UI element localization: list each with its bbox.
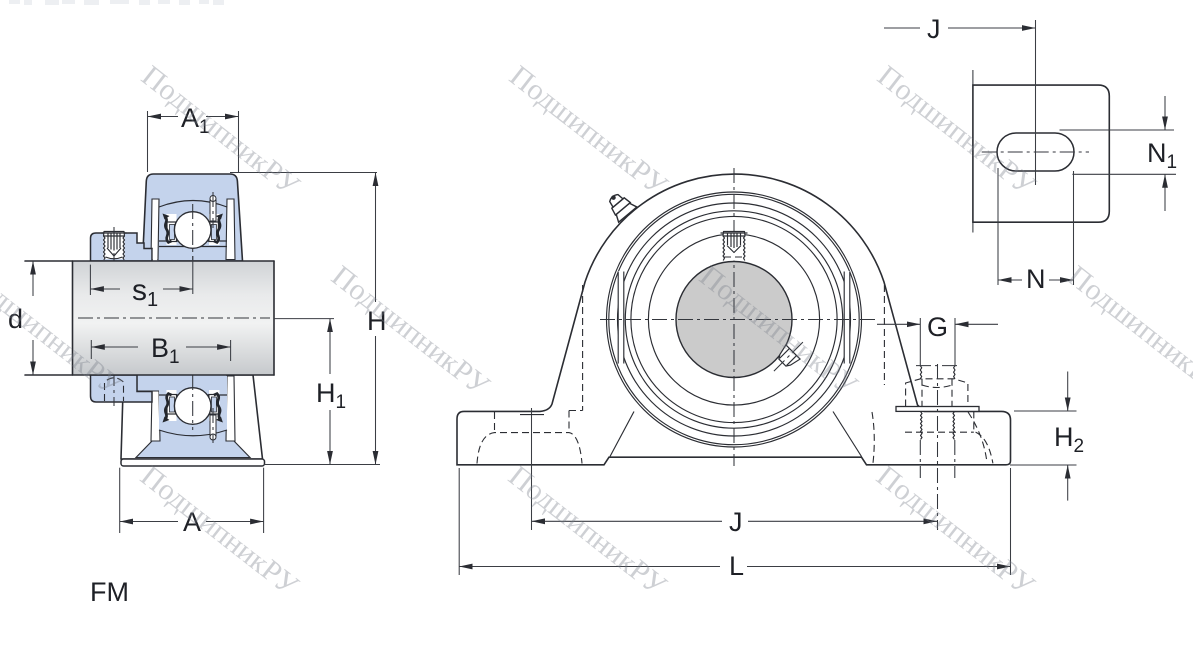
svg-text:L: L — [729, 551, 744, 581]
svg-text:A: A — [183, 507, 201, 537]
svg-text:FM: FM — [90, 577, 129, 607]
svg-text:d: d — [8, 304, 23, 334]
svg-text:H: H — [367, 306, 387, 336]
svg-text:J: J — [927, 14, 941, 44]
svg-text:G: G — [927, 312, 948, 342]
svg-text:J: J — [729, 507, 743, 537]
svg-text:N: N — [1026, 264, 1046, 294]
